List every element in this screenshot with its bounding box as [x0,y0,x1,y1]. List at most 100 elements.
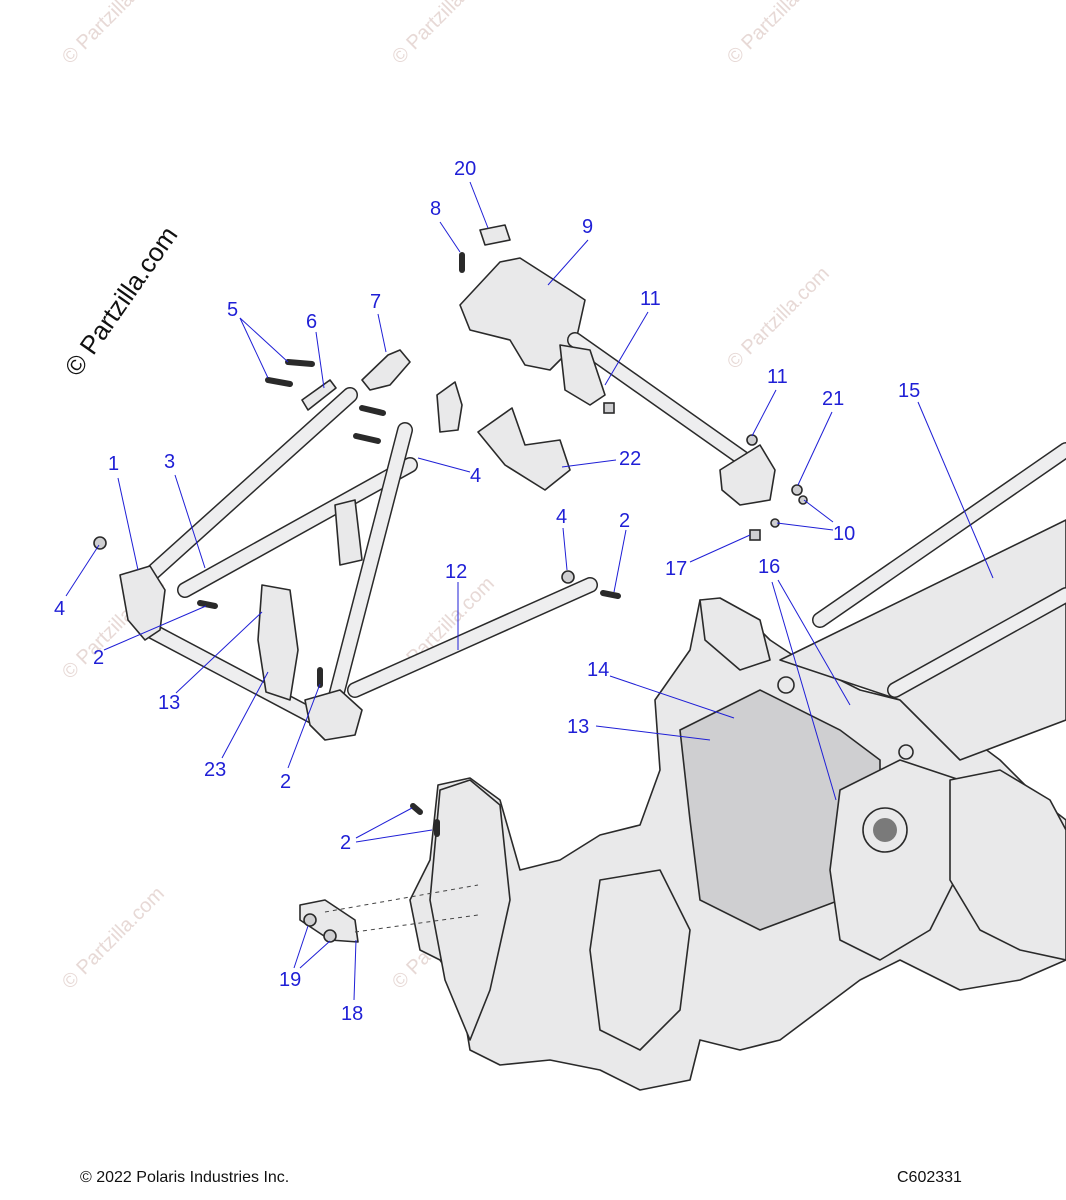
leader-2-left [103,605,207,651]
leader-5-b [239,317,269,379]
nut-17 [749,529,761,541]
leader-17 [689,534,751,563]
leader-7 [377,313,387,353]
bolt-2-a [197,600,218,609]
side-plate [829,759,961,961]
callout-2-right: 2 [619,510,630,532]
leader-21 [797,411,833,486]
steering-column [559,344,606,406]
callout-14: 14 [587,659,609,681]
watermark: © Partzilla.com [723,263,834,374]
leader-4-mid [417,457,471,473]
rear-lattice [949,769,1066,961]
skid-brackets [299,884,479,943]
callout-8: 8 [430,198,441,220]
leader-20 [469,181,489,229]
plate-6 [301,379,337,411]
bolt-2-d [410,803,423,815]
callout-4-center: 4 [556,506,567,528]
callout-17: 17 [665,558,687,580]
bolt-upper-b [353,433,381,444]
leader-1 [117,477,139,571]
front-tower [589,869,691,1051]
post-top [777,676,795,694]
bracket-18 [299,899,359,943]
nut-11 [746,434,758,446]
watermark: © Partzilla.com [58,883,169,994]
leader-16-b [771,581,837,801]
figure-code: C602331 [897,1169,962,1186]
leader-16-a [777,579,851,706]
nut-19-b [323,929,337,943]
callout-3: 3 [164,451,175,473]
cross-tube-3-fill [178,458,417,597]
leader-8 [439,221,461,253]
bolt-2-b [600,590,621,599]
leader-9 [547,239,589,286]
leader-6 [315,331,325,389]
tunnel-rail [779,442,1066,761]
callout-13-left: 13 [158,692,180,714]
upper-tube-1-fill [143,388,357,582]
callout-2-bottom: 2 [340,832,351,854]
rail-tube-fill [888,588,1066,697]
watermark: © Partzilla.com [58,0,169,69]
leader-5-a [239,317,289,363]
dashed-guide [324,884,479,913]
callout-12: 12 [445,561,467,583]
bracket-7-lower [436,381,463,433]
leader-lines [65,181,994,1001]
bracket-22 [477,407,571,491]
leader-14 [609,675,735,719]
leader-4-center [562,527,568,571]
watermark: © Partzilla.com [723,0,834,69]
leader-4-left [65,544,100,597]
leader-22 [561,459,617,468]
chassis-bore-inner [873,818,897,842]
callout-7: 7 [370,291,381,313]
washer-21 [791,484,803,496]
steering-assembly [301,224,776,506]
copyright-footer: © 2022 Polaris Industries Inc. [80,1169,290,1186]
callout-5: 5 [227,299,238,321]
nut-11-upper [603,402,615,414]
callout-22: 22 [619,448,641,470]
callout-labels: 1 3 4 5 6 7 8 20 9 11 11 21 15 4 22 10 4… [54,158,920,1025]
callout-19: 19 [279,969,301,991]
bracket-tab [334,499,363,566]
leader-15 [917,401,994,579]
callout-18: 18 [341,1003,363,1025]
nut-19-a [303,913,317,927]
tunnel-panel [779,519,1066,761]
callout-2-left: 2 [93,647,104,669]
leader-2-a [355,807,413,839]
shock-mount [699,597,771,671]
bolt-upper-a [359,405,386,416]
callout-11-right: 11 [767,366,788,388]
lower-tube-fill [143,623,327,727]
leader-19-a [293,925,309,969]
leader-19-b [299,940,331,969]
leader-23 [221,671,269,759]
leader-10-a [803,499,834,523]
nut-4-center [561,570,575,584]
callout-4-left: 4 [54,598,65,620]
callout-2-lower: 2 [280,771,291,793]
leader-18 [353,939,357,1001]
end-bracket [719,444,776,506]
leader-2-lower [287,683,321,769]
lower-mount-block [304,689,363,741]
post-right [898,744,914,760]
steering-tube-fill [568,333,752,467]
leader-11-upper [604,311,649,386]
callout-1: 1 [108,453,119,475]
decal-20 [479,224,511,246]
callout-4-mid: 4 [470,465,481,487]
callout-10: 10 [833,523,855,545]
front-frame [119,387,598,741]
callout-9: 9 [582,216,593,238]
callout-20: 20 [454,158,476,180]
left-mount-block [119,565,166,641]
main-chassis [409,597,1066,1091]
nut-4-left [93,536,107,550]
